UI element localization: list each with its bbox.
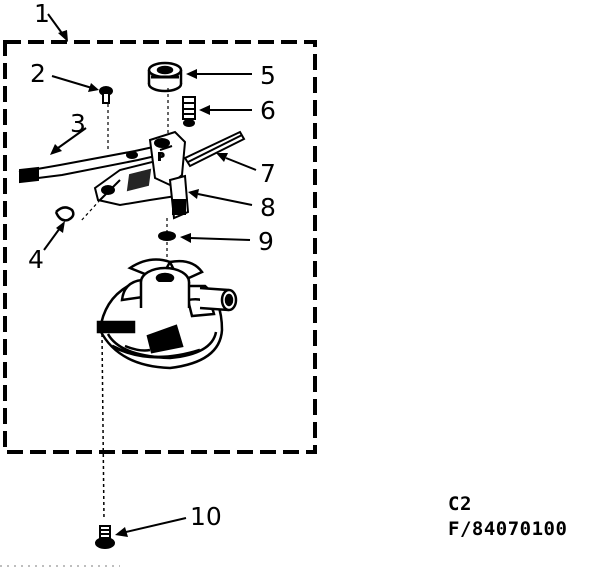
leader-10 (115, 517, 187, 537)
part-4-clip (54, 206, 75, 222)
leader-5 (186, 69, 252, 79)
part-5-pulley (147, 61, 183, 93)
part-6-bushing (182, 96, 196, 127)
part-7-rod (183, 130, 246, 168)
part-3-lever (18, 144, 162, 184)
part-10-screw (95, 525, 115, 549)
figure-number: F/84070100 (448, 518, 568, 540)
leader-6 (199, 105, 252, 115)
callout-7: 7 (260, 159, 276, 188)
callout-6: 6 (260, 96, 276, 125)
leader-2 (51, 75, 99, 92)
part-2-screw (99, 86, 113, 104)
section-code: C2 (448, 493, 472, 515)
callout-5: 5 (260, 61, 276, 90)
axis-line-10 (101, 333, 105, 521)
leader-1 (47, 13, 68, 42)
callout-2: 2 (30, 59, 46, 88)
svg-text:P: P (158, 152, 164, 163)
leader-9 (180, 233, 251, 243)
callout-1: 1 (34, 0, 50, 28)
callout-4: 4 (28, 245, 44, 274)
callout-3: 3 (70, 109, 86, 138)
leader-7 (216, 153, 257, 171)
pump-housing (96, 258, 238, 370)
assembly-boundary (3, 40, 317, 454)
leader-8 (188, 189, 253, 206)
leader-3 (50, 127, 87, 155)
axis-line-8 (79, 199, 101, 223)
callout-9: 9 (258, 227, 274, 256)
leader-4 (43, 221, 65, 251)
part-8-bracket: P (93, 130, 190, 220)
callout-10: 10 (190, 502, 222, 531)
callout-8: 8 (260, 193, 276, 222)
